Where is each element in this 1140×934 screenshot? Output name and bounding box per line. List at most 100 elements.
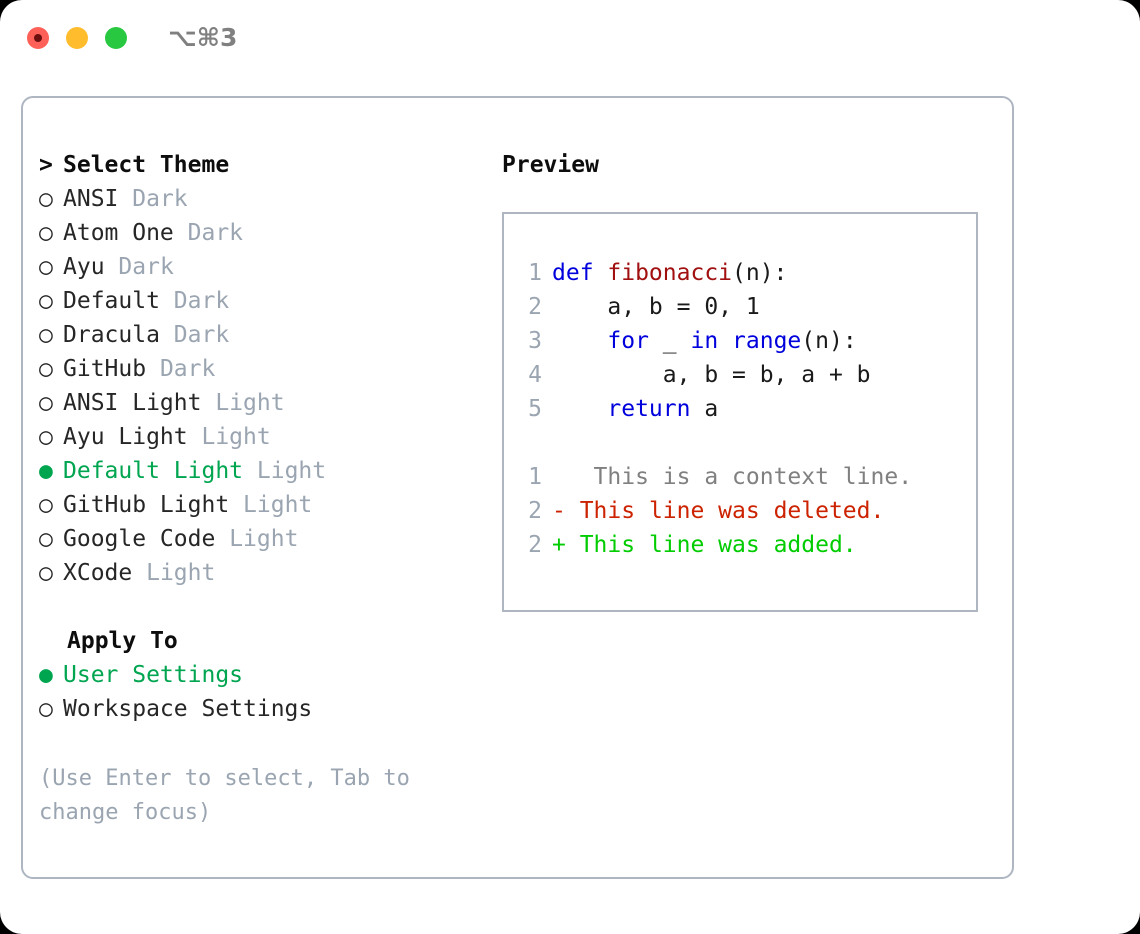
section-spacer — [39, 590, 479, 624]
close-button[interactable] — [27, 27, 49, 49]
theme-list-header-label: Select Theme — [63, 152, 230, 178]
theme-variant-tag: Light — [215, 390, 285, 416]
diff-line-number: 1 — [528, 464, 542, 490]
theme-option-dracula[interactable]: ○ Dracula Dark — [39, 318, 479, 352]
preview-box: 1 def fibonacci (n): 2 a, b = 0, 1 3 for _ i… — [502, 212, 978, 612]
theme-option-label: GitHub Light — [63, 492, 230, 518]
radio-unselected-icon: ○ — [39, 220, 53, 246]
code-line-number: 4 — [528, 362, 542, 388]
theme-option-github-light[interactable]: ○ GitHub Light Light — [39, 488, 479, 522]
theme-option-ansi-light[interactable]: ○ ANSI Light Light — [39, 386, 479, 420]
code-token-plain: (n): — [801, 328, 857, 354]
diff-line-context: 1 This is a context line. — [516, 460, 976, 494]
theme-option-label: XCode — [63, 560, 133, 586]
apply-to-options-list: ● User Settings ○Workspace Settings — [39, 658, 479, 726]
radio-unselected-icon: ○ — [39, 356, 53, 382]
theme-variant-tag: Dark — [173, 322, 230, 348]
code-token-plain: a, b = 0, 1 — [552, 294, 760, 320]
code-line-number: 2 — [528, 294, 542, 320]
preview-panel: Preview 1 def fibonacci (n): 2 a, b = 0, 1 3… — [502, 148, 992, 612]
prompt-caret-icon: > — [39, 152, 53, 178]
theme-variant-tag: Light — [229, 526, 299, 552]
code-sample: 1 def fibonacci (n): 2 a, b = 0, 1 3 for _ i… — [516, 256, 976, 426]
theme-option-ayu[interactable]: ○ Ayu Dark — [39, 250, 479, 284]
theme-option-github[interactable]: ○GitHub Dark — [39, 352, 479, 386]
theme-option-xcode[interactable]: ○ XCode Light — [39, 556, 479, 590]
apply-to-option-user-settings[interactable]: ● User Settings — [39, 658, 479, 692]
diff-line-number: 2 — [528, 532, 542, 558]
theme-option-ansi[interactable]: ○ANSI Dark — [39, 182, 479, 216]
theme-picker-card: >Select Theme ○ANSI Dark○Atom One Dark○A… — [21, 96, 1014, 879]
radio-unselected-icon: ○ — [39, 186, 53, 212]
code-token-kw: range — [732, 328, 802, 354]
apply-to-header: Apply To — [67, 628, 178, 654]
code-token-kw: return — [607, 396, 691, 422]
diff-sample: 1 This is a context line.2- This line wa… — [516, 460, 976, 562]
title-bar: ⌥⌘3 — [0, 0, 1140, 78]
radio-unselected-icon: ○ — [39, 696, 53, 722]
theme-variant-tag: Light — [201, 424, 271, 450]
theme-option-atom-one[interactable]: ○ Atom One Dark — [39, 216, 479, 250]
theme-variant-tag: Light — [146, 560, 216, 586]
code-token-plain — [552, 396, 607, 422]
diff-text: This is a context line. — [565, 464, 913, 490]
diff-line-number: 2 — [528, 498, 542, 524]
code-diff-spacer — [516, 426, 976, 460]
preview-title: Preview — [502, 152, 599, 178]
code-line-number: 1 — [528, 260, 542, 286]
code-line: 3 for _ in range(n): — [516, 324, 976, 358]
theme-options-list: ○ANSI Dark○Atom One Dark○Ayu Dark○Defaul… — [39, 182, 479, 590]
radio-unselected-icon: ○ — [39, 254, 53, 280]
code-token-fn: fibonacci — [607, 260, 733, 286]
code-line-number: 5 — [528, 396, 542, 422]
theme-variant-tag: Dark — [132, 186, 188, 212]
theme-option-label: ANSI Light — [63, 390, 202, 416]
radio-unselected-icon: ○ — [39, 322, 53, 348]
code-token-plain: _ — [648, 328, 691, 354]
radio-unselected-icon: ○ — [39, 288, 53, 314]
apply-to-option-workspace-settings[interactable]: ○Workspace Settings — [39, 692, 479, 726]
code-line-number: 3 — [528, 328, 542, 354]
theme-list-header: > Select Theme — [39, 148, 479, 182]
radio-selected-icon: ● — [39, 458, 53, 484]
theme-option-google-code[interactable]: ○Google Code Light — [39, 522, 479, 556]
theme-option-label: GitHub — [63, 356, 147, 382]
theme-option-label: Default — [63, 288, 160, 314]
theme-option-label: Ayu Light — [63, 424, 188, 450]
radio-unselected-icon: ○ — [39, 492, 53, 518]
traffic-light-group — [27, 27, 127, 49]
theme-variant-tag: Light — [243, 492, 313, 518]
diff-marker — [552, 464, 566, 490]
theme-variant-tag: Dark — [187, 220, 244, 246]
theme-option-ayu-light[interactable]: ○Ayu Light Light — [39, 420, 479, 454]
minimize-button[interactable] — [66, 27, 88, 49]
keyboard-hint-text: (Use Enter to select, Tab to change focu… — [39, 766, 410, 825]
code-token-kw: in — [690, 328, 719, 354]
theme-option-label: Google Code — [63, 526, 216, 552]
theme-option-label: Ayu — [63, 254, 105, 280]
diff-text: This line was deleted. — [565, 498, 885, 524]
code-token-plain — [718, 328, 732, 354]
code-token-kw: def — [552, 260, 608, 286]
apply-to-option-label: User Settings — [63, 662, 244, 688]
theme-variant-tag: Dark — [173, 288, 230, 314]
code-line: 5 return a — [516, 392, 976, 426]
diff-marker: - — [552, 498, 566, 524]
theme-option-default[interactable]: ○ Default Dark — [39, 284, 479, 318]
theme-option-label: Dracula — [63, 322, 160, 348]
diff-marker: + — [552, 532, 566, 558]
theme-option-label: Atom One — [63, 220, 174, 246]
diff-line-deleted: 2- This line was deleted. — [516, 494, 976, 528]
code-token-plain: a, b = b, a + b — [552, 362, 871, 388]
code-line: 4 a, b = b, a + b — [516, 358, 976, 392]
radio-selected-icon: ● — [39, 662, 53, 688]
keyboard-shortcut-label: ⌥⌘3 — [168, 23, 238, 52]
theme-option-default-light[interactable]: ●Default Light Light — [39, 454, 479, 488]
maximize-button[interactable] — [105, 27, 127, 49]
radio-unselected-icon: ○ — [39, 560, 53, 586]
diff-text: This line was added. — [565, 532, 857, 558]
theme-variant-tag: Dark — [118, 254, 174, 280]
radio-unselected-icon: ○ — [39, 390, 53, 416]
